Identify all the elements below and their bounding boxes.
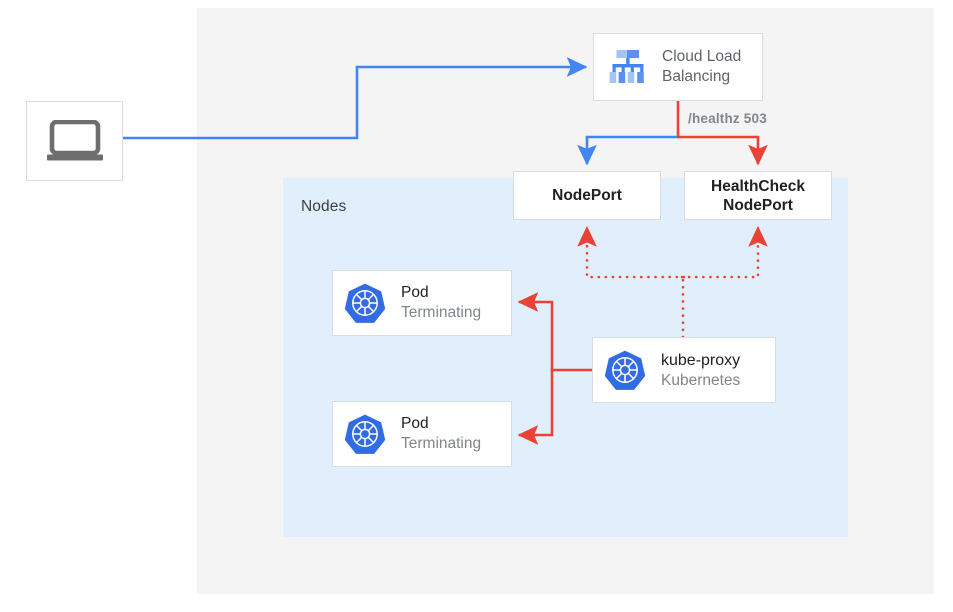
kubernetes-icon — [344, 283, 386, 323]
cloud-load-balancing-icon — [609, 50, 644, 83]
nodeport-label: NodePort — [552, 187, 622, 204]
nodes-region-label: Nodes — [301, 198, 347, 215]
laptop-icon — [46, 120, 103, 161]
pod-title-2: Pod — [401, 415, 429, 432]
kube-proxy-text: kube-proxy Kubernetes — [661, 350, 740, 391]
kube-proxy-subtitle: Kubernetes — [661, 371, 741, 389]
nodeport-box: NodePort — [513, 171, 661, 220]
pod-text-2: Pod Terminating — [401, 414, 481, 454]
pod-card-2: Pod Terminating — [332, 401, 512, 467]
pod-status-1: Terminating — [401, 304, 482, 321]
kubernetes-icon — [344, 414, 386, 454]
cloud-load-balancing-label: Cloud Load Balancing — [662, 48, 742, 85]
kube-proxy-card: kube-proxy Kubernetes — [592, 337, 776, 403]
pod-card-1: Pod Terminating — [332, 270, 512, 336]
kubernetes-icon — [604, 350, 646, 390]
pod-title-1: Pod — [401, 284, 429, 301]
pod-text-1: Pod Terminating — [401, 283, 481, 323]
healthz-edge-label: /healthz 503 — [688, 111, 767, 126]
healthcheck-nodeport-label: HealthCheck NodePort — [711, 177, 805, 214]
pod-status-2: Terminating — [401, 435, 482, 452]
kube-proxy-title: kube-proxy — [661, 351, 741, 369]
client-node — [26, 101, 123, 181]
cloud-load-balancing-node: Cloud Load Balancing — [593, 33, 763, 101]
healthcheck-nodeport-box: HealthCheck NodePort — [684, 171, 832, 220]
